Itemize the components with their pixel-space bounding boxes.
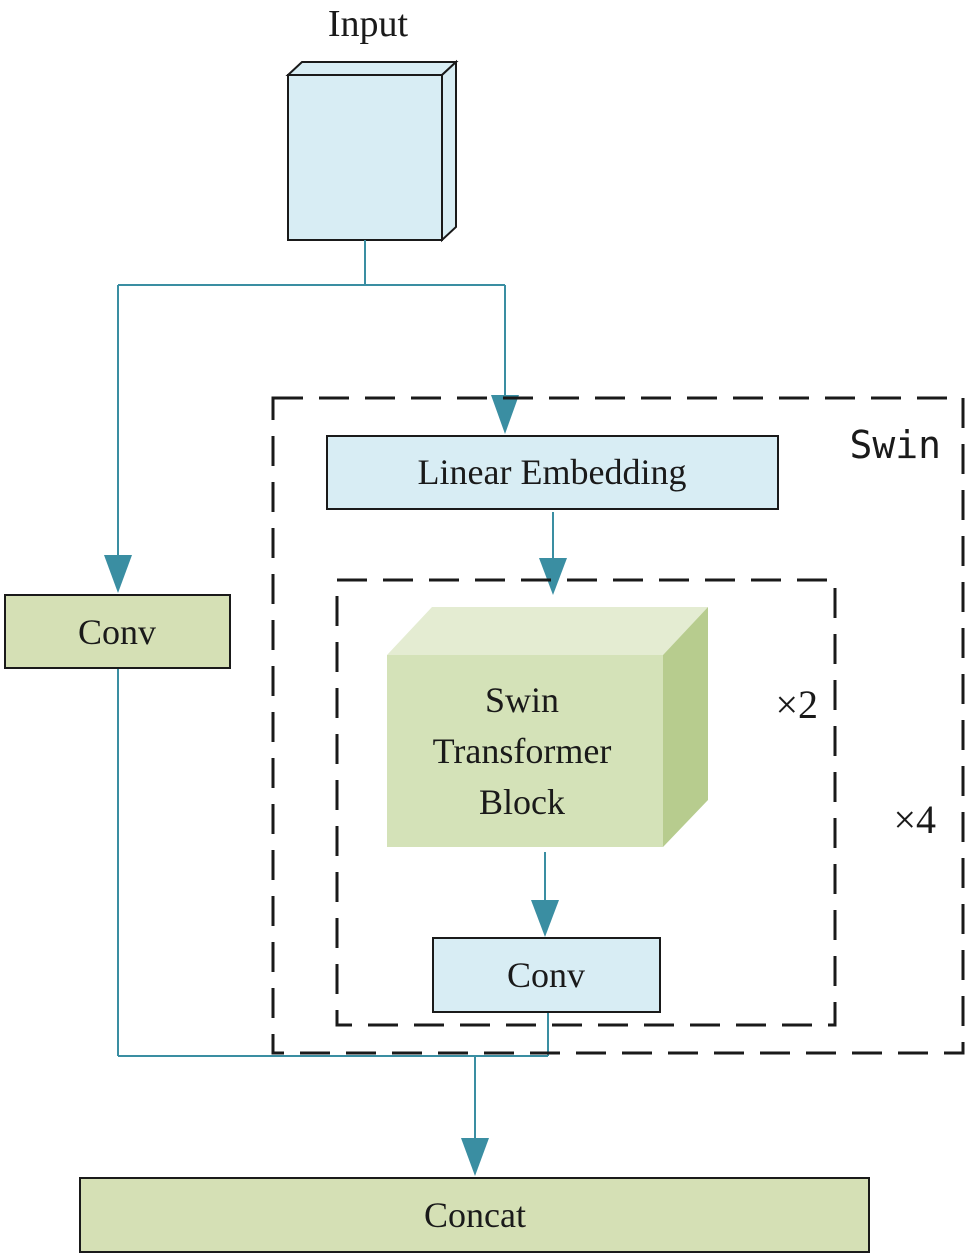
side-conv-label: Conv	[78, 612, 156, 652]
concat-label: Concat	[424, 1195, 526, 1235]
arrowhead-to-inner-conv	[531, 900, 559, 937]
inner-repeat-frame	[335, 578, 837, 1027]
linear-embedding-label: Linear Embedding	[418, 452, 687, 492]
transformer-block-label-line1: Swin	[485, 680, 559, 720]
inner-conv-box	[432, 937, 661, 1013]
transformer-block-front	[387, 655, 663, 847]
linear-embedding-box	[326, 435, 779, 510]
connectors	[117, 240, 554, 1140]
input-block-side	[441, 59, 457, 243]
side-conv-box	[4, 594, 231, 669]
input-block-top	[285, 61, 459, 76]
arrowhead-to-concat	[461, 1138, 489, 1176]
input-block	[285, 59, 459, 243]
transformer-block-top	[387, 607, 708, 655]
arrowhead-to-side-conv	[104, 555, 132, 593]
arrowhead-to-linear-embedding	[491, 395, 519, 434]
swin-transformer-block: Swin Transformer Block	[387, 607, 708, 847]
arrowheads	[104, 395, 567, 1176]
transformer-block-side	[663, 607, 708, 847]
input-block-front	[287, 74, 443, 241]
transformer-block-label-line3: Block	[479, 782, 565, 822]
repeat-inner-label: ×2	[775, 682, 818, 727]
inner-conv-label: Conv	[507, 955, 585, 995]
swin-outer-frame	[271, 396, 965, 1055]
repeat-outer-label: ×4	[893, 797, 936, 842]
input-label: Input	[328, 3, 409, 45]
transformer-block-label-line2: Transformer	[433, 731, 612, 771]
arrowhead-to-transformer-block	[539, 558, 567, 595]
concat-box	[79, 1177, 870, 1253]
swin-label: Swin	[849, 423, 941, 467]
